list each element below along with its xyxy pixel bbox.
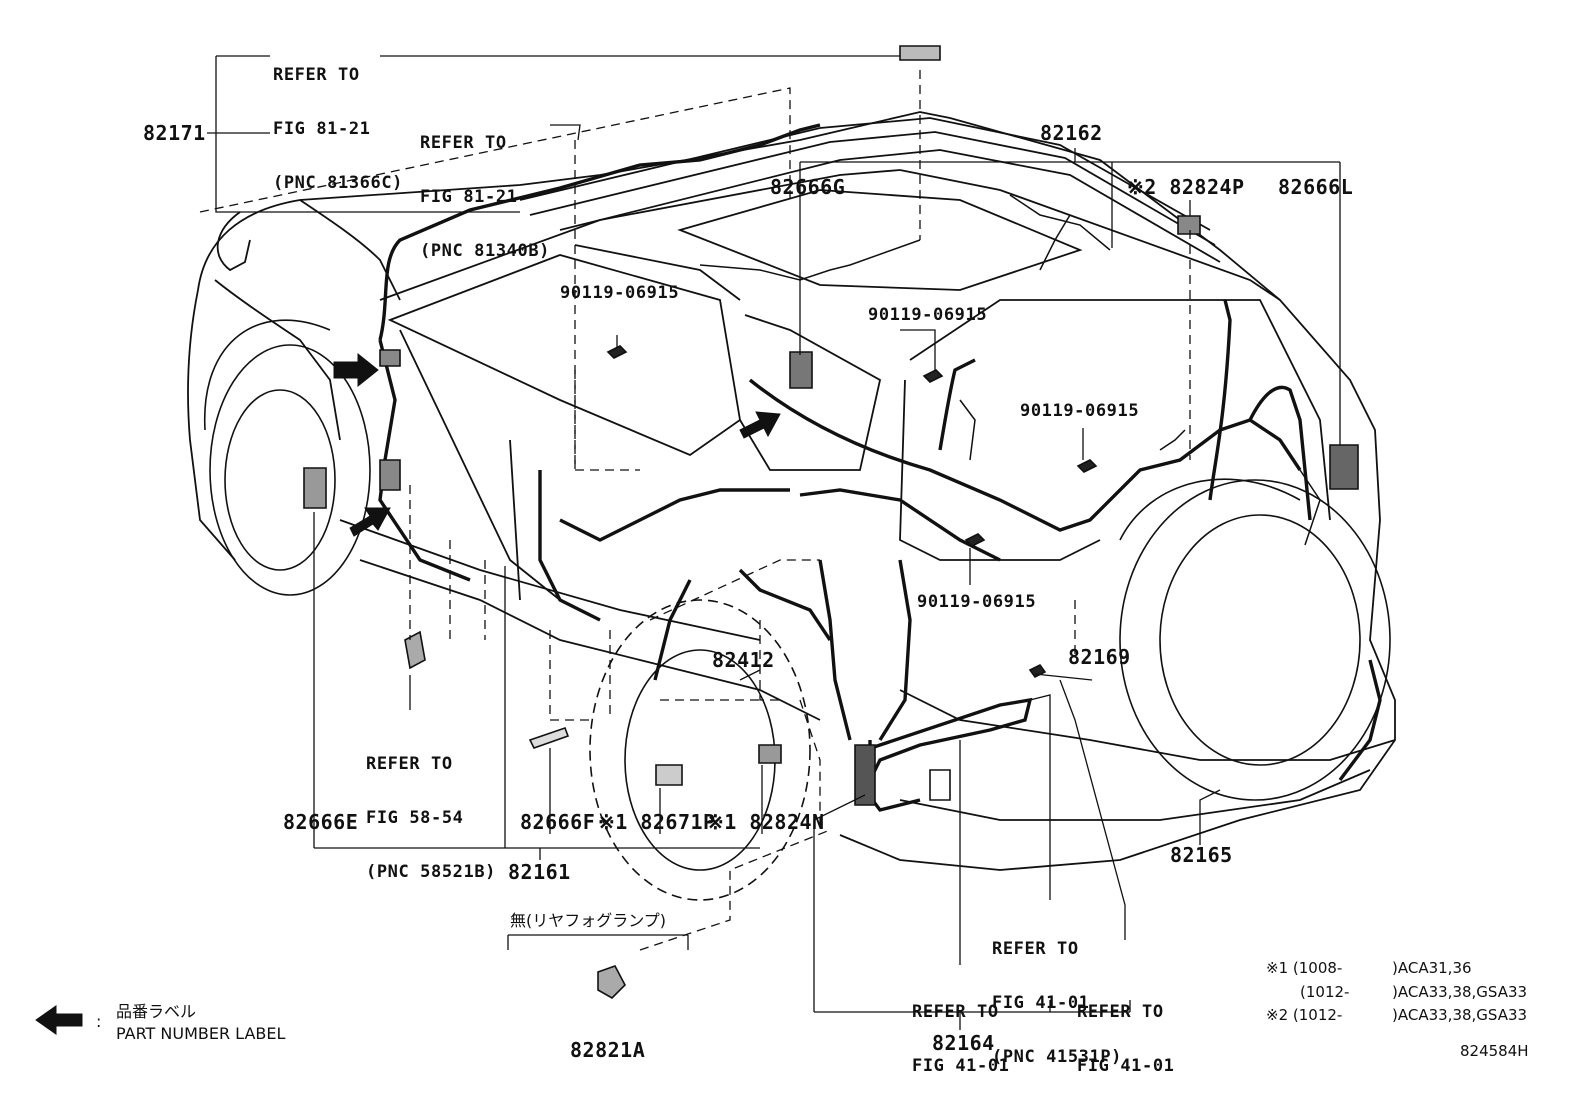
footnote-1b: (1012- (1300, 983, 1350, 1001)
reference-58521B: REFER TO FIG 58-54 (PNC 58521B) (366, 719, 496, 917)
part-82666L: 82666L (1278, 175, 1354, 199)
leader-lines (207, 56, 1340, 1030)
bolt-label-3: 90119-06915 (1020, 401, 1140, 421)
part-number-label-arrows (334, 354, 780, 536)
reference-line: REFER TO (992, 939, 1079, 959)
footnote-2-models: )ACA33,38,GSA33 (1392, 1006, 1528, 1024)
reference-line: (PNC 81366C) (273, 173, 404, 193)
reference-line: REFER TO (366, 754, 453, 774)
reference-41531P: REFER TO FIG 41-01 (PNC 41531P) (992, 904, 1122, 1102)
part-82164: 82164 (932, 1031, 995, 1055)
reference-line: REFER TO (1077, 1002, 1164, 1022)
part-82666E: 82666E (283, 810, 359, 834)
reference-line: FIG 41-01 (992, 993, 1090, 1013)
part-82161: 82161 (508, 860, 571, 884)
part-82824P: ※2 82824P (1127, 175, 1245, 199)
rear-fog-lamp-note: 無(リヤフォグランプ) (510, 911, 667, 930)
components (304, 46, 1358, 998)
reference-41-01-right: REFER TO FIG 41-01 (1077, 967, 1175, 1111)
legend-arrow-icon (36, 1006, 82, 1034)
legend-label-en: PART NUMBER LABEL (116, 1024, 286, 1043)
footnote-1a: ※1 (1008- (1266, 959, 1343, 977)
footnote-1a-models: )ACA31,36 (1392, 959, 1472, 977)
reference-line: REFER TO (273, 65, 360, 85)
part-82671P: ※1 82671P (598, 810, 716, 834)
bolt-label-2: 90119-06915 (868, 305, 988, 325)
part-82165: 82165 (1170, 843, 1233, 867)
vehicle-body-outline (188, 112, 1395, 870)
part-82666G: 82666G (770, 175, 846, 199)
phantom-lines (200, 70, 1190, 950)
reference-line: FIG 41-01 (912, 1056, 1010, 1076)
reference-line: (PNC 81340B) (420, 241, 551, 261)
reference-line: (PNC 41531P) (992, 1047, 1123, 1067)
reference-line: REFER TO (420, 133, 507, 153)
reference-line: (PNC 58521B) (366, 862, 497, 882)
legend-colon: : (96, 1012, 102, 1031)
reference-line: REFER TO (912, 1002, 999, 1022)
legend-label-jp: 品番ラベル (116, 1002, 197, 1021)
footnote-1b-models: )ACA33,38,GSA33 (1392, 983, 1528, 1001)
bolt-label-1: 90119-06915 (560, 283, 680, 303)
footnote-2: ※2 (1012- (1266, 1006, 1343, 1024)
reference-line: FIG 58-54 (366, 808, 464, 828)
bolt-label-4: 90119-06915 (917, 592, 1037, 612)
part-82824N: ※1 82824N (707, 810, 825, 834)
reference-line: FIG 41-01 (1077, 1056, 1175, 1076)
thin-cables (700, 195, 1320, 545)
part-82169: 82169 (1068, 645, 1131, 669)
reference-line: FIG 81-21 (420, 187, 518, 207)
part-82412: 82412 (712, 648, 775, 672)
part-82162: 82162 (1040, 121, 1103, 145)
figure-id: 824584H (1460, 1042, 1529, 1060)
reference-81366C: REFER TO FIG 81-21 (PNC 81366C) (273, 30, 403, 228)
part-82821A: 82821A (570, 1038, 646, 1062)
part-82666F: 82666F (520, 810, 596, 834)
reference-41-01-left: REFER TO FIG 41-01 (912, 967, 1010, 1111)
reference-line: FIG 81-21 (273, 119, 371, 139)
reference-81340B: REFER TO FIG 81-21 (PNC 81340B) (420, 98, 550, 296)
part-82171: 82171 (143, 121, 206, 145)
